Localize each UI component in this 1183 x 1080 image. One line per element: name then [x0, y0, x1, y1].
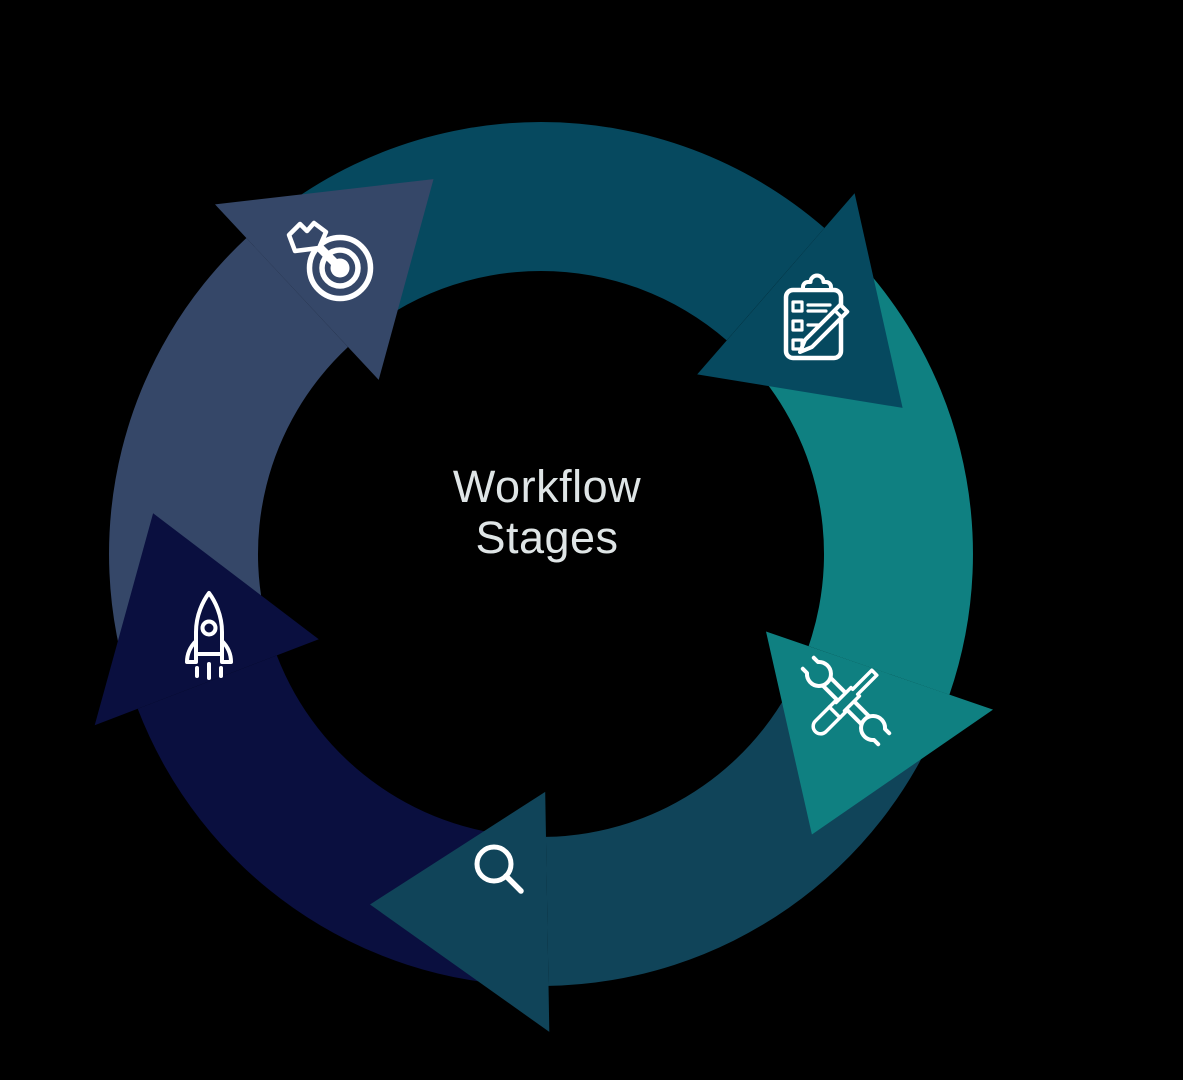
rocket-icon: [185, 591, 233, 680]
screwdriver-handle-line: [827, 705, 842, 720]
target-icon: [286, 220, 374, 302]
tools-icon: [800, 655, 892, 747]
target-inner-ring: [319, 247, 361, 289]
pencil: [798, 302, 850, 354]
title-line-1: Workflow: [452, 461, 642, 512]
magnifier-handle: [503, 873, 524, 894]
dart-fletching: [286, 220, 329, 254]
pencil-eraser-line: [832, 308, 844, 320]
checkbox-1: [791, 300, 804, 313]
wrench-head-bottom: [859, 714, 892, 747]
wrench-head-top: [800, 655, 833, 688]
target-outer-ring: [306, 234, 374, 302]
title-line-2: Stages: [475, 512, 619, 563]
rocket-fin-right: [220, 639, 233, 664]
search-icon: [474, 844, 524, 894]
screwdriver: [811, 668, 879, 736]
page-title: Workflow Stages: [347, 461, 747, 563]
clipboard-checklist-icon: [783, 273, 850, 361]
stage-tools-body: [734, 238, 973, 695]
clipboard-clip: [801, 273, 833, 292]
rocket-fin-left: [185, 639, 198, 664]
magnifier-lens: [474, 844, 514, 884]
stage-search-body: [545, 655, 945, 986]
rocket-window: [200, 619, 218, 637]
checkbox-2: [791, 319, 804, 332]
target-center-dot: [330, 258, 350, 278]
